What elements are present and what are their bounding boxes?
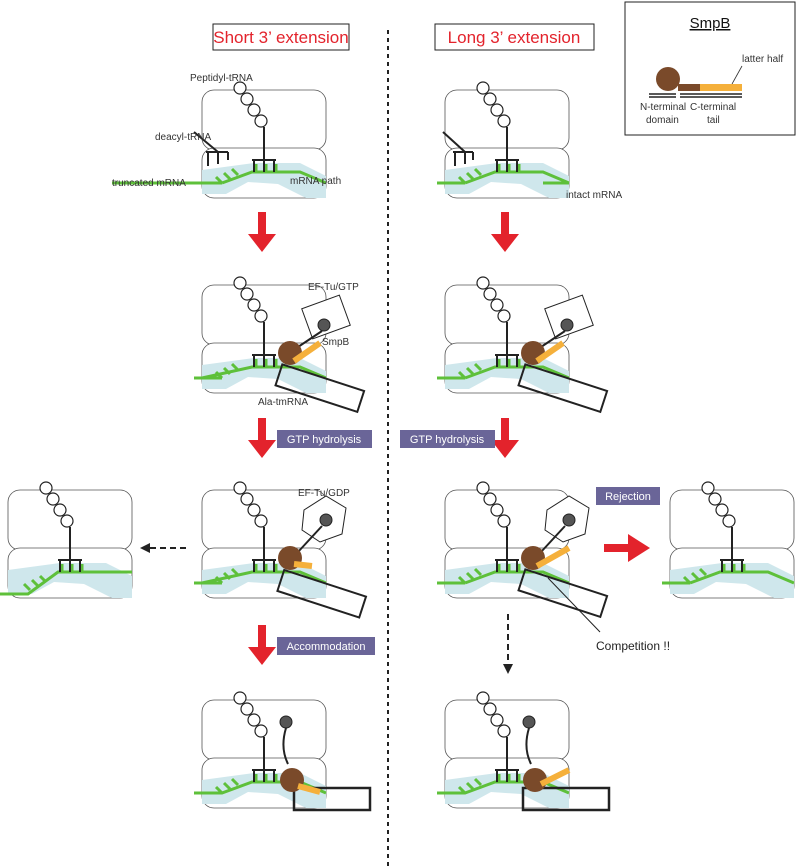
label-peptidyl-trna: Peptidyl-tRNA xyxy=(190,73,253,84)
title-left: Short 3’ extension xyxy=(212,23,350,51)
ribosome-right-3 xyxy=(437,481,609,619)
arrow-rejection xyxy=(604,534,650,562)
ribosome-right-1 xyxy=(437,81,570,199)
label-mrna-path: mRNA path xyxy=(290,176,341,187)
svg-text:domain: domain xyxy=(646,115,679,126)
arrow-right-1 xyxy=(491,212,519,252)
svg-text:GTP hydrolysis: GTP hydrolysis xyxy=(287,434,362,446)
arrow-left-1 xyxy=(248,212,276,252)
step-gtp-hydrolysis-left: GTP hydrolysis xyxy=(277,430,372,448)
ribosome-right-4 xyxy=(437,691,611,812)
label-competition: Competition !! xyxy=(596,639,670,653)
arrow-right-2 xyxy=(491,418,519,458)
ribosome-right-2 xyxy=(437,276,609,414)
smpb-tail-icon xyxy=(700,84,742,91)
label-ala-tmrna: Ala-tmRNA xyxy=(258,397,308,408)
svg-text:GTP hydrolysis: GTP hydrolysis xyxy=(410,434,485,446)
arrow-left-3 xyxy=(248,625,276,665)
svg-text:Short 3’ extension: Short 3’ extension xyxy=(213,28,348,47)
smpb-domain-icon xyxy=(656,67,680,91)
arrow-dashed-down-right xyxy=(503,614,513,674)
step-accommodation: Accommodation xyxy=(277,637,375,655)
ribosome-left-1 xyxy=(112,81,327,199)
step-gtp-hydrolysis-right: GTP hydrolysis xyxy=(400,430,495,448)
label-ef-tu-gdp: EF-Tu/GDP xyxy=(298,488,350,499)
ribosome-left-4 xyxy=(194,691,372,812)
smpb-legend: SmpB latter half N-terminal domain C-ter… xyxy=(624,1,796,136)
ribosome-left-2 xyxy=(194,276,366,414)
label-ef-tu-gtp: EF-Tu/GTP xyxy=(308,282,359,293)
competition-pointer xyxy=(547,577,601,633)
svg-text:SmpB: SmpB xyxy=(690,15,731,32)
label-smpb: SmpB xyxy=(322,337,350,348)
svg-text:Rejection: Rejection xyxy=(605,491,651,503)
step-rejection: Rejection xyxy=(596,487,660,505)
svg-text:C-terminal: C-terminal xyxy=(690,102,736,113)
label-deacyl-trna: deacyl-tRNA xyxy=(155,132,211,143)
label-intact-mrna: intact mRNA xyxy=(566,190,622,201)
svg-text:latter half: latter half xyxy=(742,54,783,65)
ribosome-left-3 xyxy=(194,481,368,619)
svg-text:Accommodation: Accommodation xyxy=(287,641,366,653)
svg-text:tail: tail xyxy=(707,115,720,126)
arrow-left-2 xyxy=(248,418,276,458)
arrow-dashed-left xyxy=(140,543,186,553)
svg-text:N-terminal: N-terminal xyxy=(640,102,686,113)
label-truncated-mrna: truncated mRNA xyxy=(112,178,186,189)
svg-text:Long 3’ extension: Long 3’ extension xyxy=(448,28,581,47)
ribosome-rejected-right xyxy=(662,481,795,599)
title-right: Long 3’ extension xyxy=(434,23,595,51)
ribosome-released-left xyxy=(0,481,133,599)
